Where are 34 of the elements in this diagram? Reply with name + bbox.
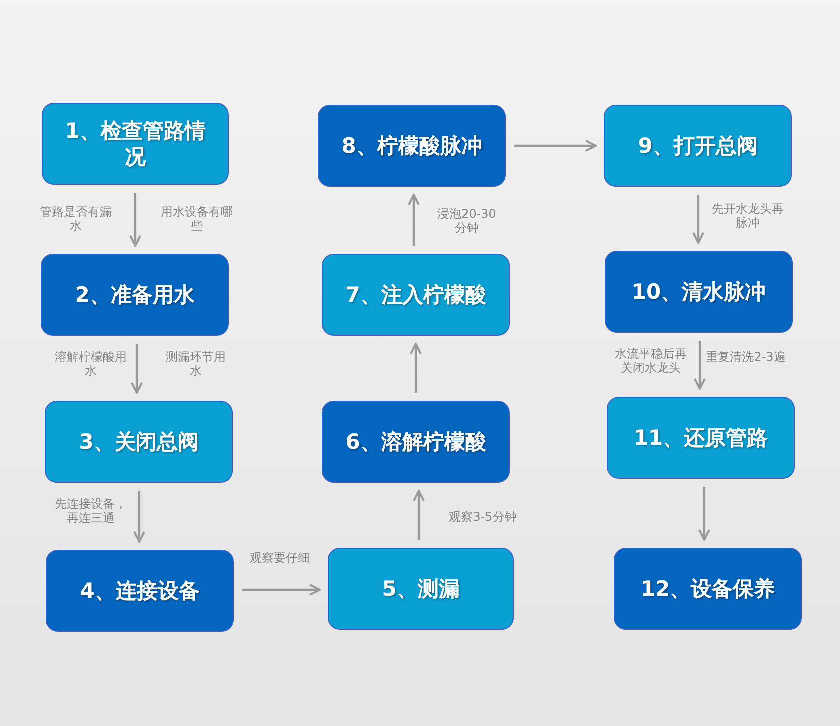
arrow [242,584,321,596]
edge-label: 管路是否有漏水 [39,205,113,234]
arrow [131,344,143,394]
process-box: 4、连接设备 [46,550,234,632]
edge-label: 溶解柠檬酸用水 [54,350,128,379]
arrow [514,140,597,152]
process-box: 1、检查管路情况 [42,103,229,185]
edge-label: 观察3-5分钟 [448,510,518,524]
process-box: 8、柠檬酸脉冲 [318,105,506,187]
edge-label: 先连接设备，再连三通 [54,497,128,526]
process-box: 9、打开总阀 [604,105,792,187]
note-label: 测漏环节用水 [165,350,227,379]
process-box: 7、注入柠檬酸 [322,254,510,336]
process-box: 11、还原管路 [607,397,795,479]
process-box: 12、设备保养 [614,548,802,630]
arrow [130,193,142,247]
arrow [692,195,704,244]
arrow [410,343,422,393]
arrow [694,341,706,390]
process-box: 3、关闭总阀 [45,401,233,483]
edge-label: 观察要仔细 [249,551,311,566]
edge-label: 水流平稳后再关闭水龙头 [614,347,688,376]
process-box: 2、准备用水 [41,254,229,336]
process-box: 10、清水脉冲 [605,251,793,333]
arrow [134,491,146,543]
arrow [408,194,420,246]
note-label: 重复清洗2-3遍 [705,350,787,364]
arrow [413,490,425,540]
arrow [698,487,710,541]
process-box: 5、测漏 [328,548,514,630]
edge-label: 浸泡20-30分钟 [436,207,498,236]
edge-label: 先开水龙头再脉冲 [711,202,785,231]
process-box: 6、溶解柠檬酸 [322,401,510,483]
note-label: 用水设备有哪些 [160,205,234,234]
